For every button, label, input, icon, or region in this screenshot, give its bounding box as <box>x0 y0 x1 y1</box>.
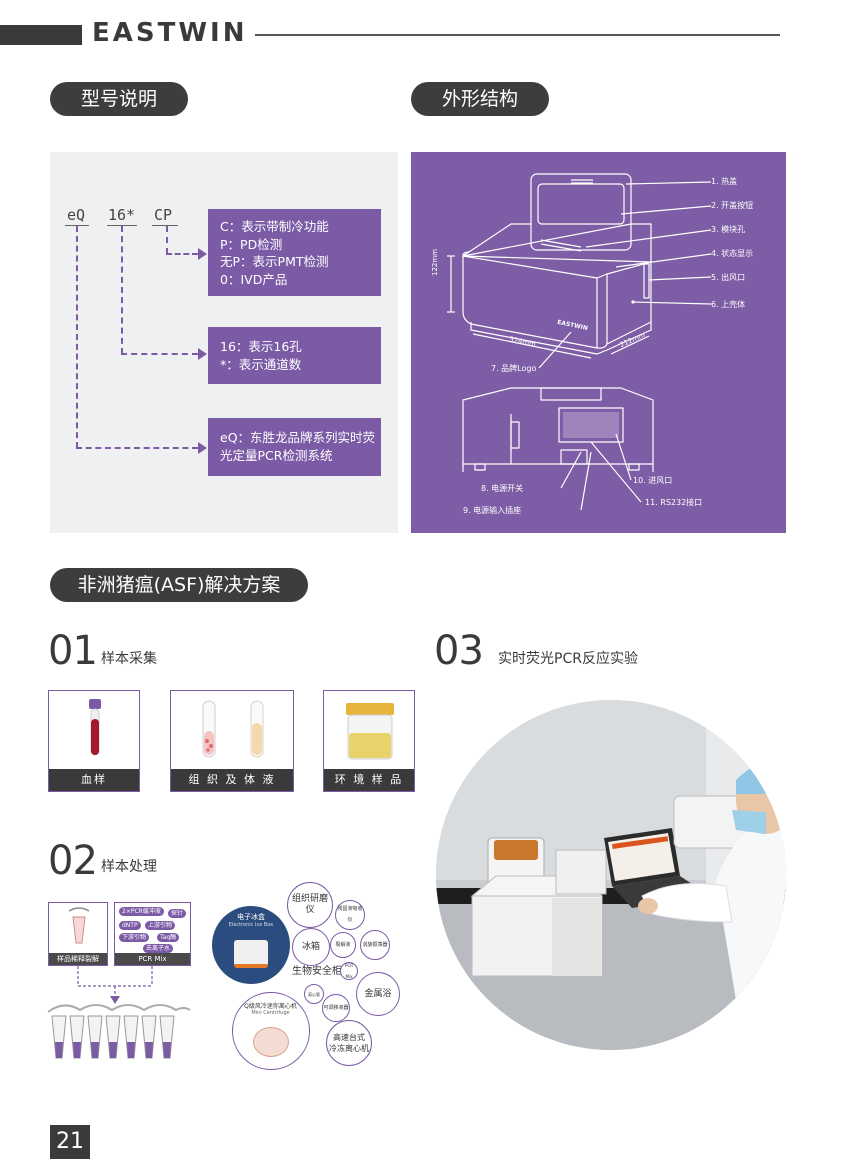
label-power-socket: 9. 电源输入插座 <box>463 506 522 515</box>
mini-card-lysis-label: 样品稀释裂解 <box>49 953 107 965</box>
code-cp: CP <box>154 206 173 224</box>
tag-taq: Taq酶 <box>157 933 180 942</box>
bubble-pipette: 可调移液器 <box>322 994 350 1022</box>
arrow-cp <box>198 248 207 260</box>
page-number: 21 <box>50 1125 90 1159</box>
connector-cp-h <box>166 253 198 255</box>
card-blood-label: 血样 <box>49 769 139 791</box>
dim-height: 122mm <box>431 249 439 276</box>
connector-eq-h <box>76 447 198 449</box>
label-hot-lid: 1. 热盖 <box>711 177 738 186</box>
bubble-metal-bath: 金属浴 <box>356 972 400 1016</box>
tag-buffer: 2×PCR缓冲液 <box>119 907 164 916</box>
bubble-lysis: 裂解液 <box>330 932 356 958</box>
underline-cp <box>152 225 178 226</box>
label-open-button: 2. 开盖按钮 <box>711 201 754 210</box>
step-02-title: 样本处理 <box>101 859 157 875</box>
tag-forward-primer: 上游引物 <box>145 921 176 930</box>
arrow-eq <box>198 442 207 454</box>
section-title-structure: 外形结构 <box>411 82 549 116</box>
bubble-residual: 残留液吸收仪 <box>335 900 365 930</box>
tag-probe: 探针 <box>168 909 187 918</box>
bubble-fridge: 冰箱 <box>292 928 330 966</box>
device-line-drawing <box>447 173 712 511</box>
brand-logo: EASTWIN <box>92 18 248 48</box>
centrifuge-title: Q级风冷迷你离心机 <box>244 1003 297 1010</box>
code-16: 16* <box>108 206 136 224</box>
bubble-centrifuge: 高速台式 冷冻离心机 <box>326 1020 372 1066</box>
blood-tube-icon <box>89 699 101 756</box>
sample-jar-icon <box>346 703 394 760</box>
card-blood: 血样 <box>48 690 140 792</box>
section-title-asf: 非洲猪瘟(ASF)解决方案 <box>50 568 308 602</box>
label-air-outlet: 5. 出风口 <box>711 273 746 282</box>
connector-eq-v <box>76 226 78 448</box>
centrifuge-subtitle: Mini Centrifuge <box>251 1010 290 1016</box>
card-tissue-label: 组 织 及 体 液 <box>171 769 293 791</box>
step-03-title: 实时荧光PCR反应实验 <box>498 651 638 667</box>
header-rule <box>255 34 780 36</box>
tag-dntp: dNTP <box>119 921 141 930</box>
card-tissue: 组 织 及 体 液 <box>170 690 294 792</box>
label-brand-logo: 7. 品牌Logo <box>491 364 537 373</box>
step-01-title: 样本采集 <box>101 651 157 667</box>
model-box-16: 16：表示16孔 *：表示通道数 <box>208 327 381 384</box>
tag-water: 去离子水 <box>143 944 174 953</box>
pcr-strip-tubes-icon <box>47 966 191 1059</box>
tag-reverse-primer: 下游引物 <box>119 933 150 942</box>
label-upper-shell: 6. 上壳体 <box>711 300 746 309</box>
label-power-switch: 8. 电源开关 <box>481 484 524 493</box>
bubble-vortex: 涡旋振荡器 <box>360 930 390 960</box>
connector-16-v <box>121 226 123 354</box>
card-environment-label: 环 境 样 品 <box>324 769 414 791</box>
bubble-pcrmix: PCR Mix <box>340 962 358 980</box>
lab-photo <box>436 700 786 1050</box>
label-status-display: 4. 状态显示 <box>711 249 754 258</box>
step-02-number: 02 <box>48 838 98 884</box>
tissue-tube-icon <box>202 700 264 758</box>
label-module-hole: 3. 模块孔 <box>711 225 746 234</box>
bubble-tube: 离心管 <box>304 984 324 1004</box>
code-eq: eQ <box>67 206 86 224</box>
bubble-biosafety: 生物安全柜 <box>292 965 342 977</box>
ice-box-device-icon <box>234 940 268 968</box>
label-rs232: 11. RS232接口 <box>645 498 703 507</box>
card-environment: 环 境 样 品 <box>323 690 415 792</box>
underline-16 <box>107 225 137 226</box>
ice-box-title: 电子冰盒 <box>237 913 265 921</box>
connector-16-h <box>121 353 198 355</box>
structure-panel: 1. 热盖 2. 开盖按钮 3. 模块孔 4. 状态显示 5. 出风口 6. 上… <box>411 152 786 533</box>
step-03-number: 03 <box>434 628 484 674</box>
mini-card-lysis: 样品稀释裂解 <box>48 902 108 966</box>
mini-centrifuge: Q级风冷迷你离心机 Mini Centrifuge <box>232 992 310 1070</box>
lysis-tube-icon <box>68 907 90 944</box>
electronic-ice-box: 电子冰盒 Electronic Ice Box <box>212 906 290 984</box>
arrow-16 <box>198 348 207 360</box>
label-air-inlet: 10. 进风口 <box>633 476 673 485</box>
model-panel: eQ 16* CP C：表示带制冷功能 P：PD检测 无P：表示PMT检测 0：… <box>50 152 398 533</box>
connector-cp-v <box>166 226 168 254</box>
lab-scene-illustration <box>436 700 786 1050</box>
step-01-number: 01 <box>48 628 98 674</box>
model-box-cp: C：表示带制冷功能 P：PD检测 无P：表示PMT检测 0：IVD产品 <box>208 209 381 296</box>
mini-card-pcrmix-label: PCR Mix <box>115 953 190 965</box>
centrifuge-rotor-icon <box>253 1027 289 1057</box>
ice-box-subtitle: Electronic Ice Box <box>228 922 274 928</box>
model-box-eq: eQ：东胜龙品牌系列实时荧 光定量PCR检测系统 <box>208 418 381 476</box>
underline-eq <box>65 225 89 226</box>
bubble-grinder: 组织研磨仪 <box>287 882 333 928</box>
header-bar <box>0 25 82 45</box>
section-title-model: 型号说明 <box>50 82 188 116</box>
mini-card-pcrmix: 2×PCR缓冲液 探针 dNTP 上游引物 下游引物 Taq酶 去离子水 PCR… <box>114 902 191 966</box>
